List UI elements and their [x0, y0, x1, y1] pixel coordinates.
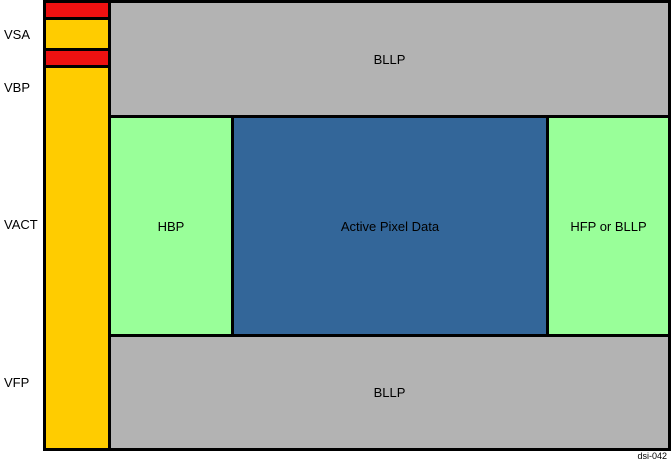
vsa-label: VSA [4, 27, 31, 42]
hbp-label: HBP [157, 218, 185, 234]
vertical-blank-column [43, 65, 111, 451]
vact-label: VACT [4, 217, 38, 232]
hfp-label: HFP or BLLP [570, 218, 647, 234]
figure-id: dsi-042 [637, 451, 667, 461]
active-pixel-region: Active Pixel Data [231, 115, 549, 337]
vbp-label: VBP [4, 80, 31, 95]
bllp-top-label: BLLP [373, 51, 406, 67]
vfp-label: VFP [4, 375, 30, 390]
hfp-region: HFP or BLLP [546, 115, 671, 337]
bllp-bottom-region: BLLP [108, 334, 671, 451]
bllp-bottom-label: BLLP [373, 385, 406, 400]
hbp-region: HBP [108, 115, 234, 337]
bllp-top-region: BLLP [108, 0, 671, 118]
vsa-segment [43, 17, 111, 51]
active-pixel-label: Active Pixel Data [340, 218, 440, 234]
